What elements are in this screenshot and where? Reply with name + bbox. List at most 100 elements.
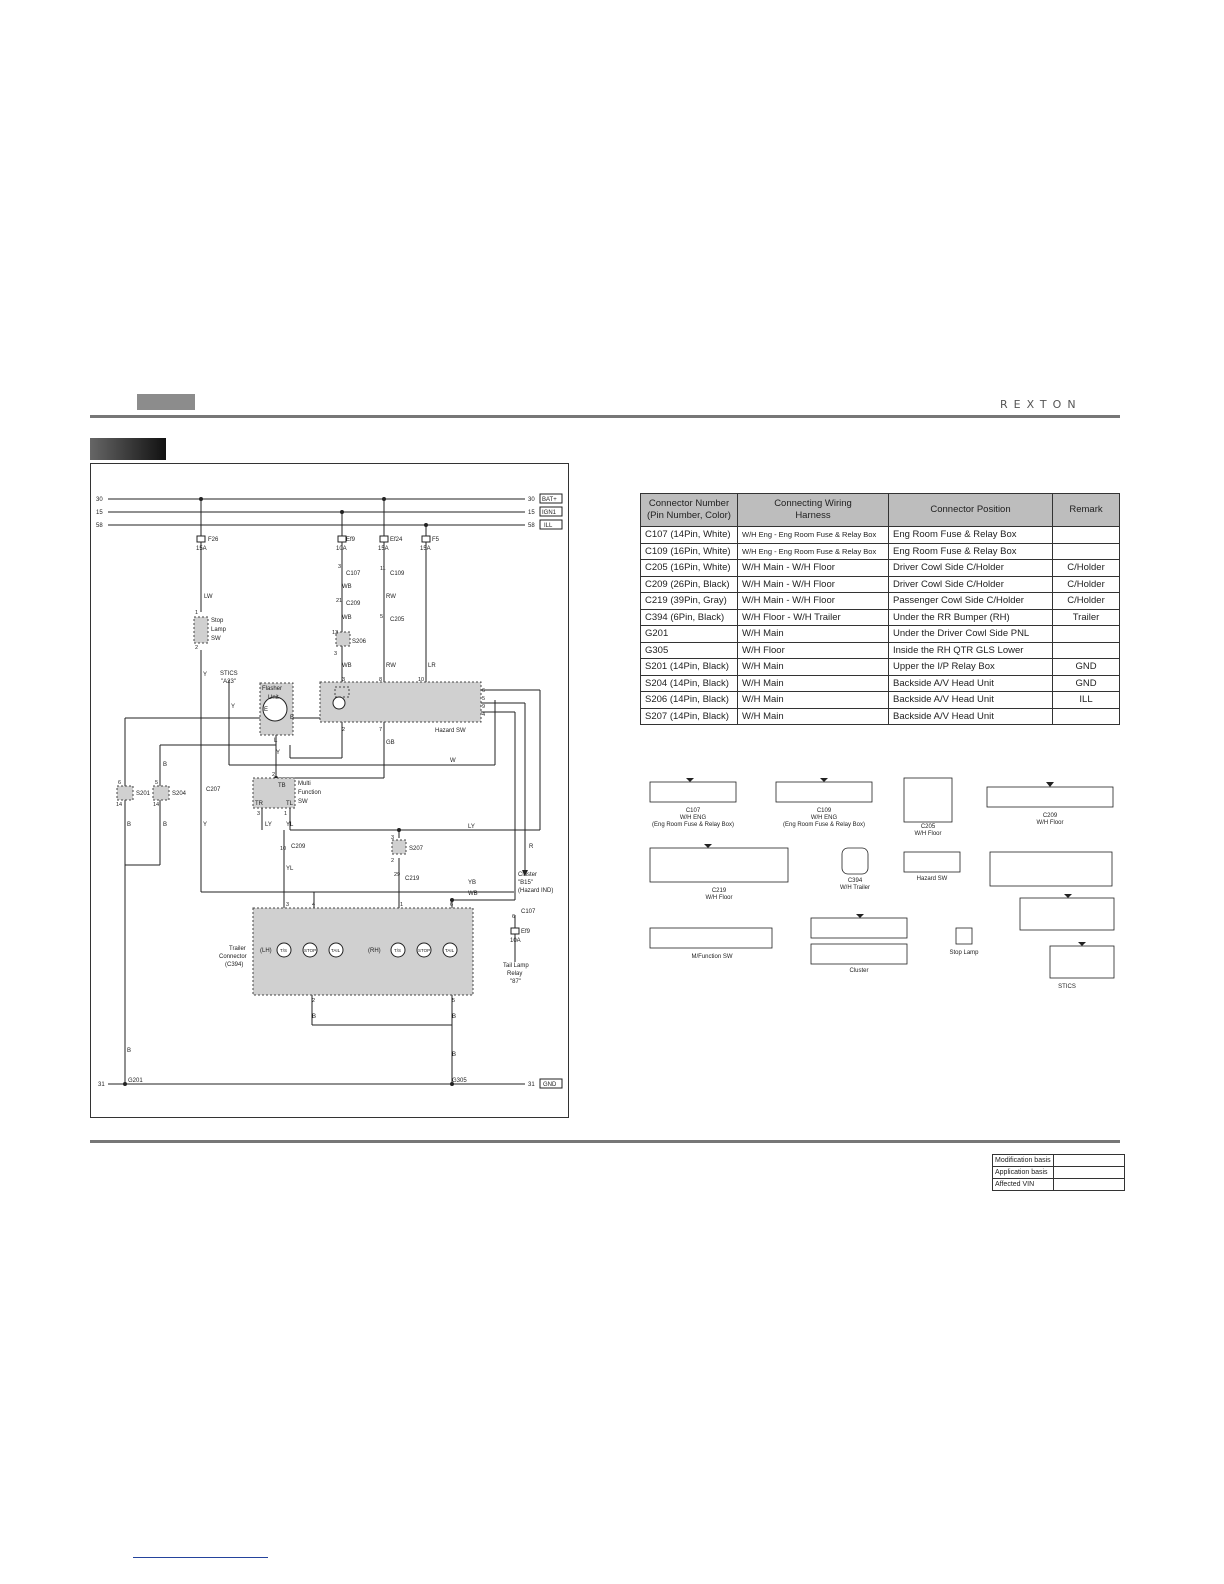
flasher-pin-l: L — [274, 738, 278, 744]
rail-15-left: 15 — [96, 510, 103, 516]
stop-lamp-label-1: Stop — [211, 618, 224, 624]
wiring-diagram-frame — [90, 463, 569, 1118]
fuse-f5: F5 — [432, 537, 440, 543]
rail-30-right: 30 — [528, 497, 535, 503]
modification-table: Modification basis Application basis Aff… — [992, 1154, 1125, 1191]
mod-label: Modification basis — [992, 1154, 1054, 1167]
bat-tag: BAT+ — [542, 497, 557, 503]
connector-view-label: W/H ENG — [811, 815, 838, 821]
connector-view-label: C109 — [817, 808, 832, 814]
table-cell: W/H Eng - Eng Room Fuse & Relay Box — [737, 526, 889, 544]
pin: 10 — [280, 846, 286, 852]
table-cell: G305 — [640, 641, 738, 659]
fuse-f5-rating: 15A — [420, 546, 431, 552]
table-cell: C219 (39Pin, Gray) — [640, 592, 738, 610]
table-cell: W/H Main - W/H Floor — [737, 559, 889, 577]
pin: 2 — [391, 858, 394, 864]
connector-view-label: STICS — [1058, 984, 1076, 990]
lh-tail: TAIL — [331, 948, 341, 953]
pin: 1 — [400, 902, 403, 908]
conn-s204: S204 — [172, 791, 187, 797]
stop-lamp-label-2: Lamp — [211, 627, 227, 633]
conn-c107: C107 — [346, 571, 361, 577]
conn-c107-2: C107 — [521, 909, 536, 915]
connector-view-label: C107 — [686, 808, 701, 814]
fuse-ef24: Ef24 — [390, 537, 403, 543]
cluster-label-2: "B15" — [518, 880, 533, 886]
pin: 10 — [418, 677, 424, 683]
table-cell: Driver Cowl Side C/Holder — [888, 575, 1053, 593]
table-cell: W/H Eng - Eng Room Fuse & Relay Box — [737, 542, 889, 560]
tail-relay-label-2: Relay — [507, 971, 522, 977]
flasher-pin-b: B — [290, 715, 294, 721]
gnd-31-left: 31 — [98, 1082, 105, 1088]
wire-wb-3: WB — [342, 663, 352, 669]
wire-yl-2: YL — [286, 866, 294, 872]
wire-y-4: Y — [203, 822, 207, 828]
header-tab — [137, 394, 195, 410]
wire-y-1: Y — [203, 672, 207, 678]
connector-view-label: (Eng Room Fuse & Relay Box) — [783, 822, 865, 828]
table-cell: Backside A/V Head Unit — [888, 674, 1053, 692]
pin: 2 — [342, 727, 345, 733]
table-cell: S201 (14Pin, Black) — [640, 658, 738, 676]
app-label: Application basis — [992, 1166, 1054, 1179]
vin-label: Affected VIN — [992, 1178, 1054, 1191]
footer-link-underline[interactable] — [133, 1557, 268, 1558]
fuse-f26-rating: 15A — [196, 546, 207, 552]
pin: 14 — [116, 802, 122, 808]
pin: 3 — [257, 811, 260, 817]
app-value — [1052, 1166, 1125, 1179]
table-cell: W/H Main — [737, 625, 889, 643]
rail-58-right: 58 — [528, 523, 535, 529]
trailer-label-3: (C394) — [225, 962, 243, 968]
table-cell: Under the Driver Cowl Side PNL — [888, 625, 1053, 643]
stics-label-1: STICS — [220, 671, 238, 677]
table-cell: Driver Cowl Side C/Holder — [888, 559, 1053, 577]
wire-lw: LW — [204, 594, 213, 600]
pin: 2 — [272, 772, 275, 778]
table-cell: C/Holder — [1052, 575, 1120, 593]
rail-30-left: 30 — [96, 497, 103, 503]
pin: 8 — [379, 677, 382, 683]
pin: 9 — [482, 704, 485, 710]
wire-r: R — [529, 844, 534, 850]
conn-c205: C205 — [390, 617, 405, 623]
wire-lr: LR — [428, 663, 436, 669]
mfs-label-2: Function — [298, 790, 321, 796]
table-cell: W/H Floor - W/H Trailer — [737, 608, 889, 626]
rail-58-left: 58 — [96, 523, 103, 529]
section-tab — [90, 438, 166, 460]
footer-rule — [90, 1140, 1120, 1143]
wire-wb-1: WB — [342, 584, 352, 590]
connector-view-label: W/H Trailer — [840, 885, 870, 891]
wire-b-2: B — [127, 822, 131, 828]
lh-label: (LH) — [260, 948, 272, 954]
wire-b-4: B — [127, 1048, 131, 1054]
pin: 5 — [380, 614, 383, 620]
connector-view-label: C219 — [712, 888, 727, 894]
pin: 6 — [118, 780, 121, 786]
tail-relay-label-3: "87" — [510, 979, 521, 985]
conn-c209: C209 — [346, 601, 361, 607]
lh-ts: T/S — [280, 948, 287, 953]
table-cell: C209 (26Pin, Black) — [640, 575, 738, 593]
pin: 11 — [380, 566, 386, 572]
table-cell: Backside A/V Head Unit — [888, 707, 1053, 725]
wire-b-5: B — [312, 1014, 316, 1020]
connector-view-label: W/H ENG — [680, 815, 707, 821]
hazard-sw-label: Hazard SW — [435, 728, 466, 734]
table-cell: S206 (14Pin, Black) — [640, 691, 738, 709]
wire-rw-1: RW — [386, 594, 396, 600]
table-cell: W/H Floor — [737, 641, 889, 659]
table-cell: C109 (16Pin, White) — [640, 542, 738, 560]
table-cell: Eng Room Fuse & Relay Box — [888, 526, 1053, 544]
cluster-label-3: (Hazard IND) — [518, 888, 553, 894]
connector-view-label: C205 — [921, 824, 936, 830]
